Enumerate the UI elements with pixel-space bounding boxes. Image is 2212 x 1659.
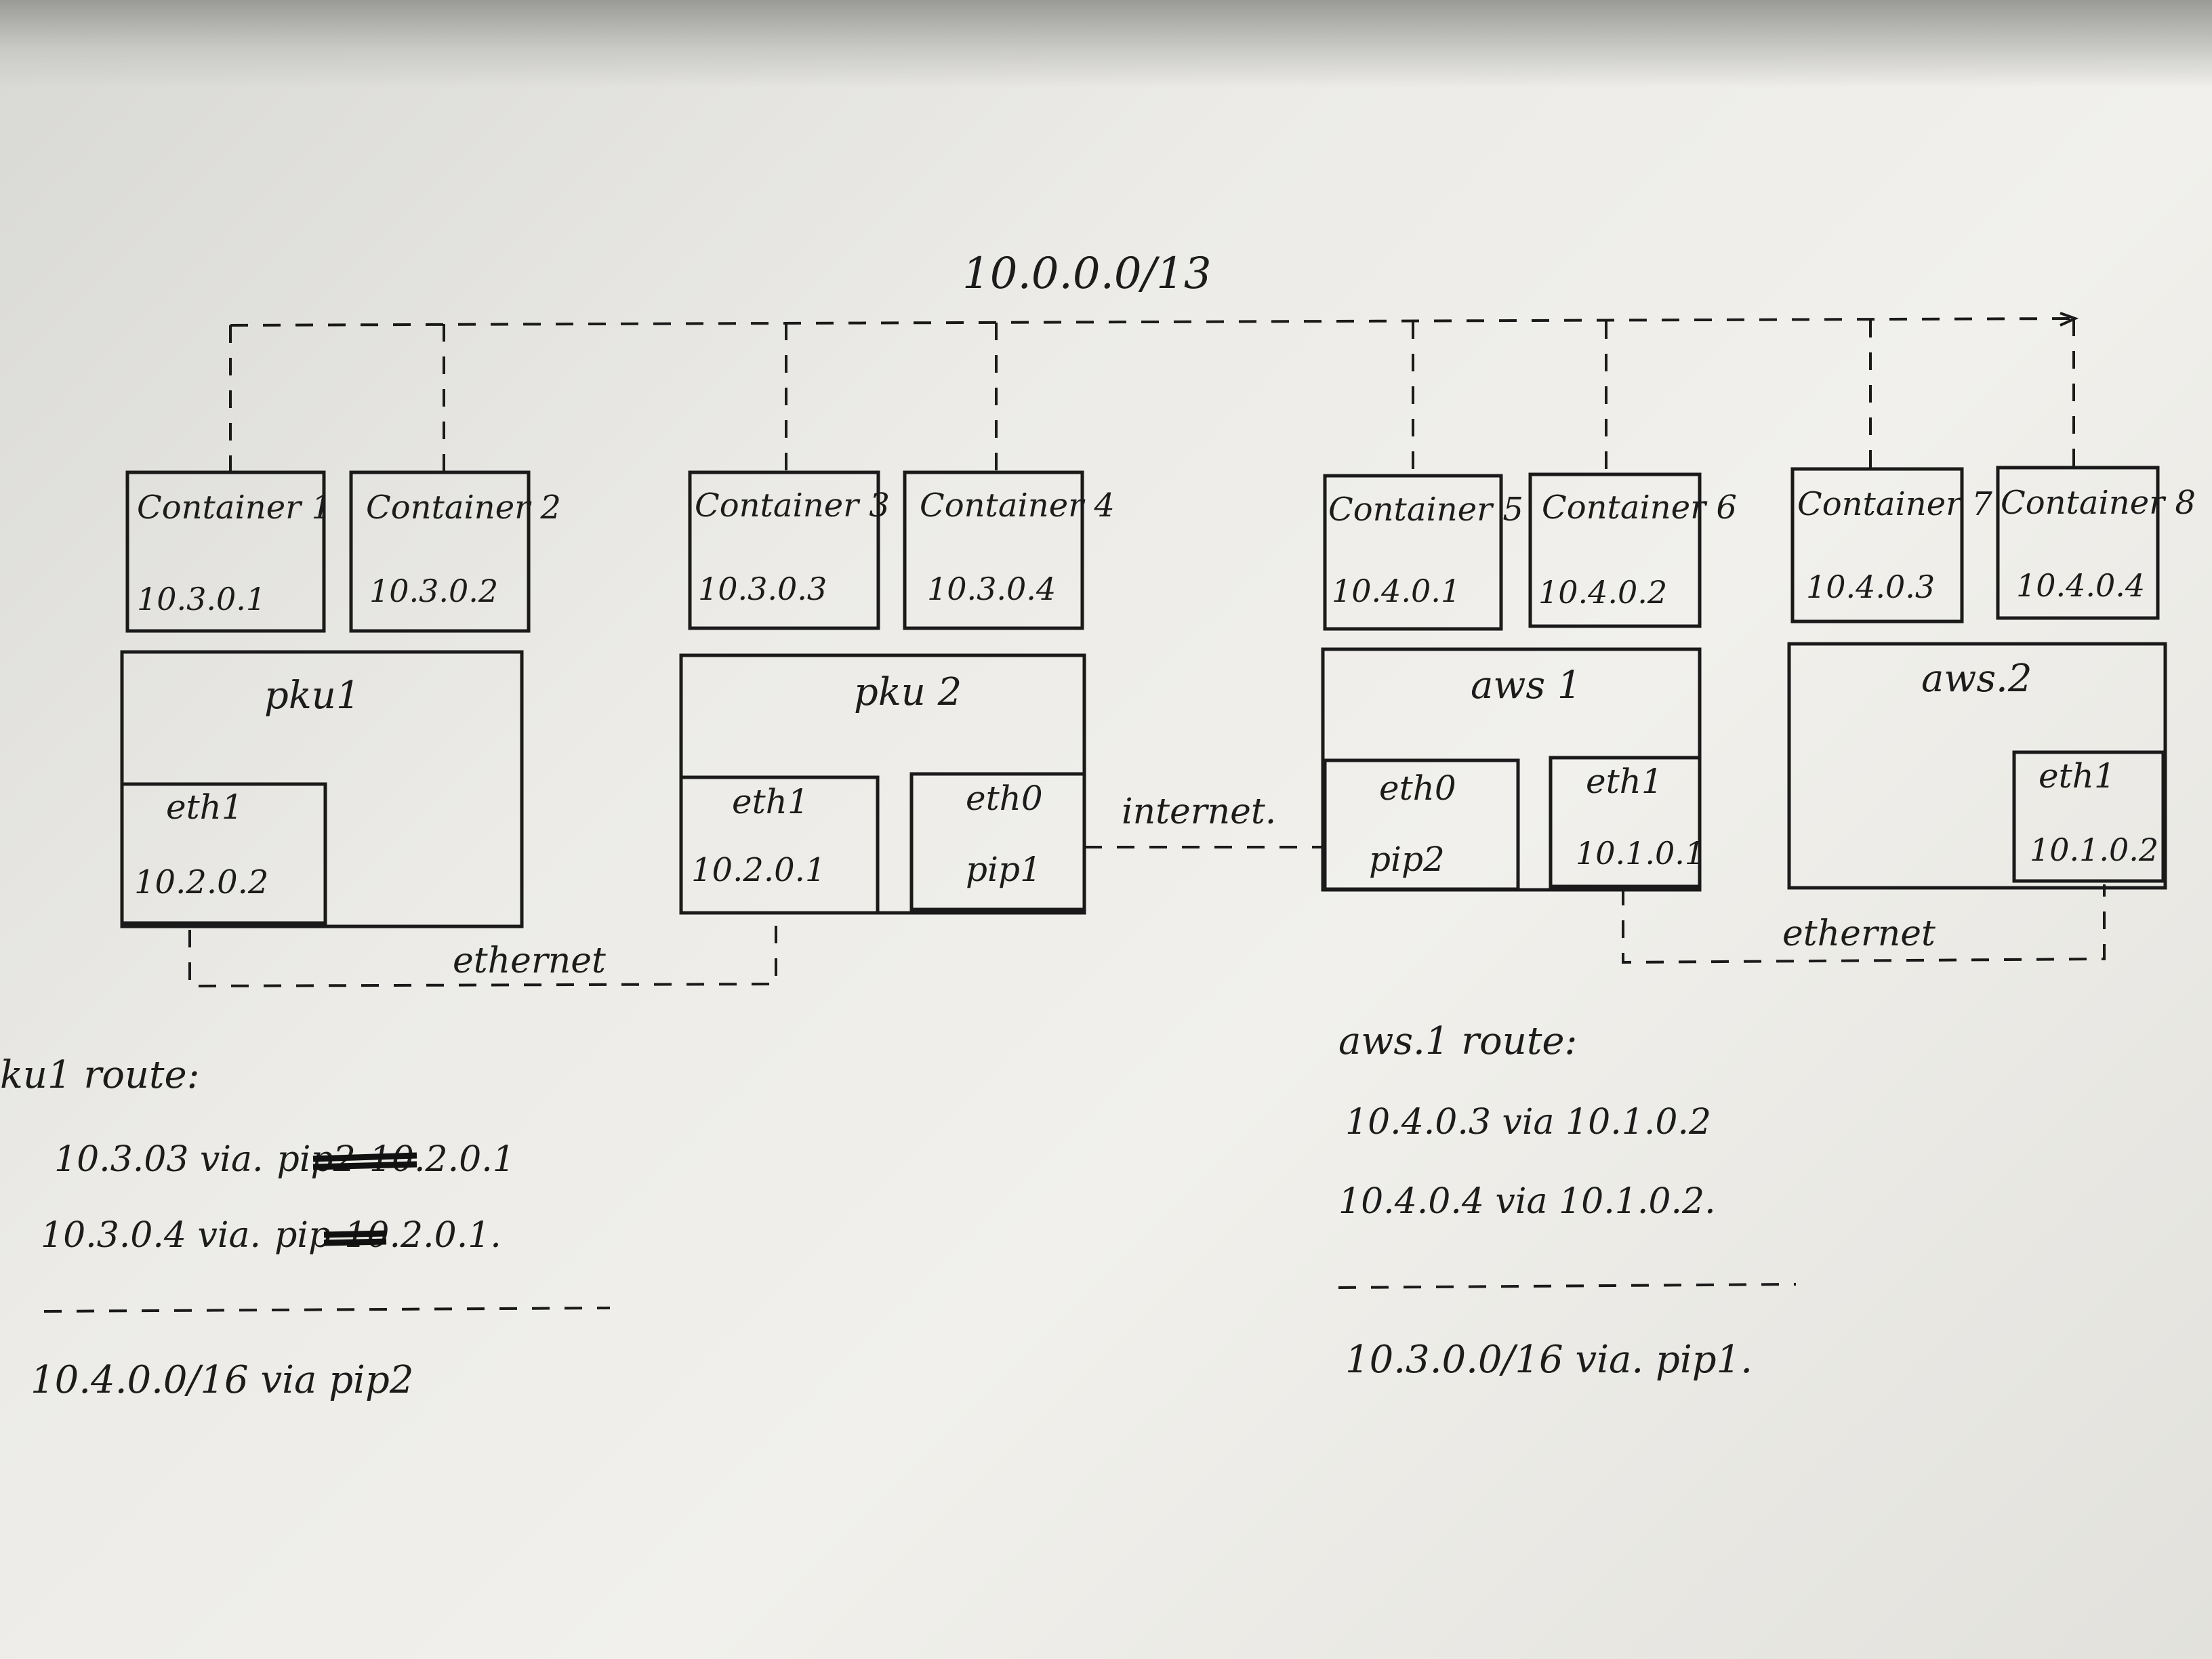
- container-box-2: Container 2 10.3.0.2: [349, 470, 561, 633]
- host-aws2: aws.2 eth1 10.1.0.2: [1787, 642, 2167, 890]
- container-ip: 10.4.0.4: [2016, 567, 2145, 604]
- container-name: Container 3: [695, 487, 890, 525]
- container-box-8: Container 8 10.4.0.4: [1996, 466, 2196, 620]
- iface-addr: 10.1.0.2: [2030, 832, 2158, 868]
- iface-name: eth1: [1586, 762, 1663, 801]
- ethernet-label-right: ethernet: [1782, 914, 1936, 954]
- host-pku2: pku 2 eth1 10.2.0.1 eth0 pip1: [679, 653, 1086, 915]
- host-name: pku 2: [854, 670, 962, 714]
- iface-addr: 10.2.0.2: [134, 863, 268, 901]
- route-entry: 10.4.0.0/16 via pip2: [30, 1358, 413, 1402]
- route-entry: 10.3.0.0/16 via. pip1.: [1345, 1338, 1753, 1382]
- container-ip: 10.4.0.1: [1332, 573, 1460, 609]
- container-name: Container 7: [1797, 485, 1992, 523]
- iface-name: eth1: [2039, 756, 2116, 796]
- ethernet-link-right: [1622, 884, 2106, 964]
- iface-addr: 10.1.0.1: [1576, 835, 1704, 872]
- route-entry: 10.4.0.4 via 10.1.0.2.: [1338, 1181, 1716, 1222]
- ethernet-label-left: ethernet: [453, 941, 606, 981]
- host-name: pku1: [264, 674, 360, 718]
- container-ip: 10.3.0.3: [698, 571, 827, 607]
- iface-addr: pip2: [1369, 840, 1445, 879]
- container-ip: 10.4.0.3: [1806, 569, 1935, 605]
- iface-name: eth1: [166, 787, 243, 827]
- host-name: aws.2: [1921, 657, 2032, 701]
- container-box-7: Container 7 10.4.0.3: [1790, 467, 1992, 623]
- container-name: Container 1: [137, 489, 332, 527]
- container-box-4: Container 4 10.3.0.4: [903, 470, 1115, 630]
- iface-name: eth0: [966, 779, 1043, 818]
- iface-name: eth1: [732, 782, 809, 821]
- route-table-right: aws.1 route: 10.4.0.3 via 10.1.0.2 10.4.…: [1338, 1019, 1797, 1382]
- iface-addr: 10.2.0.1: [691, 851, 825, 889]
- separator-line: [43, 1307, 611, 1313]
- network-cidr-label: 10.0.0.0/13: [962, 249, 1212, 299]
- container-box-3: Container 3 10.3.0.3: [688, 470, 890, 630]
- separator-line: [1338, 1283, 1797, 1289]
- container-box-6: Container 6 10.4.0.2: [1528, 472, 1737, 628]
- container-ip: 10.3.0.1: [137, 581, 266, 617]
- overlay-network-bus: [229, 312, 2079, 471]
- route-table-left: ku1 route: 10.3.03 via.pip210.2.0.1 10.3…: [0, 1053, 611, 1402]
- container-ip: 10.3.0.4: [927, 571, 1056, 607]
- host-pku1: pku1 eth1 10.2.0.2: [120, 650, 524, 928]
- iface-addr: pip1: [966, 850, 1042, 889]
- container-ip: 10.4.0.2: [1538, 574, 1667, 611]
- route-entry: 10.3.03 via.pip210.2.0.1: [54, 1139, 515, 1180]
- container-ip: 10.3.0.2: [369, 573, 498, 609]
- container-box-5: Container 5 10.4.0.1: [1323, 474, 1523, 631]
- container-name: Container 6: [1542, 489, 1737, 527]
- strike-mark: [312, 1152, 417, 1162]
- strike-mark: [323, 1230, 387, 1238]
- container-name: Container 8: [2001, 484, 2196, 522]
- route-entry: 10.4.0.3 via 10.1.0.2: [1345, 1102, 1711, 1143]
- container-name: Container 2: [366, 489, 561, 527]
- paper-top-shadow: [0, 0, 2212, 88]
- container-name: Container 5: [1328, 491, 1523, 529]
- route-table-title: ku1 route:: [0, 1053, 200, 1097]
- strike-mark: [312, 1161, 417, 1170]
- container-box-1: Container 1 10.3.0.1: [125, 470, 332, 633]
- container-name: Container 4: [920, 487, 1115, 525]
- iface-name: eth0: [1379, 769, 1456, 808]
- host-aws1: aws 1 eth0 pip2 eth1 10.1.0.1: [1321, 647, 1704, 892]
- internet-label: internet.: [1122, 792, 1276, 832]
- host-name: aws 1: [1471, 663, 1582, 708]
- route-table-title: aws.1 route:: [1338, 1019, 1577, 1063]
- strike-mark: [323, 1238, 387, 1246]
